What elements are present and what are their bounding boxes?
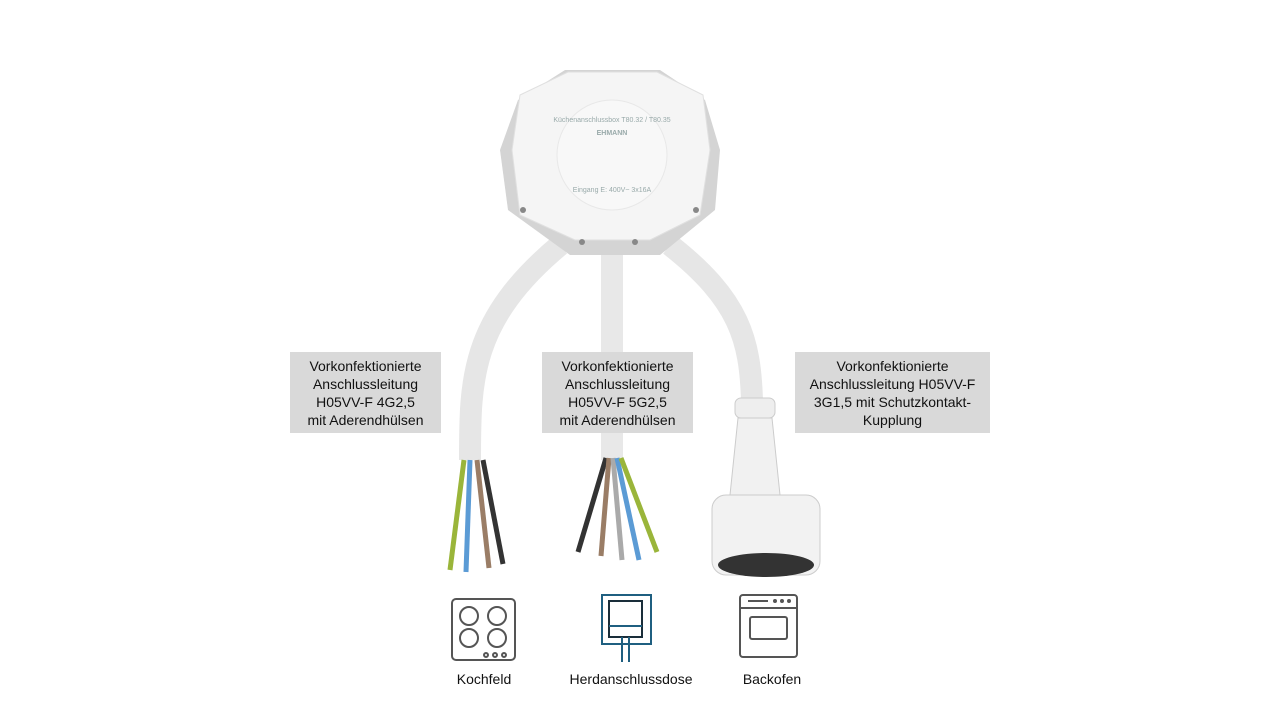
socket-box-icon <box>601 594 652 662</box>
schuko-coupler <box>711 397 821 577</box>
box-brand: EHMANN <box>597 130 628 137</box>
box-model-text: Küchenanschlussbox T80.32 / T80.35 <box>553 117 670 124</box>
caption-backofen: Backofen <box>742 671 802 687</box>
connection-box: Küchenanschlussbox T80.32 / T80.35 EHMAN… <box>500 70 720 255</box>
cooktop-icon <box>451 598 516 661</box>
box-input-text: Eingang E: 400V~ 3x16A <box>573 187 652 194</box>
caption-kochfeld: Kochfeld <box>456 671 512 687</box>
wires-left <box>447 459 506 573</box>
wires-middle <box>575 457 660 561</box>
caption-herdanschlussdose: Herdanschlussdose <box>569 671 693 687</box>
oven-icon <box>739 594 798 658</box>
cable-right <box>663 236 763 401</box>
cable-left <box>459 236 568 461</box>
cable-label-oven: Vorkonfektionierte Anschlussleitung H05V… <box>795 352 990 433</box>
cable-label-cooktop: Vorkonfektionierte Anschlussleitung H05V… <box>290 352 441 433</box>
cable-label-socket: Vorkonfektionierte Anschlussleitung H05V… <box>542 352 693 433</box>
